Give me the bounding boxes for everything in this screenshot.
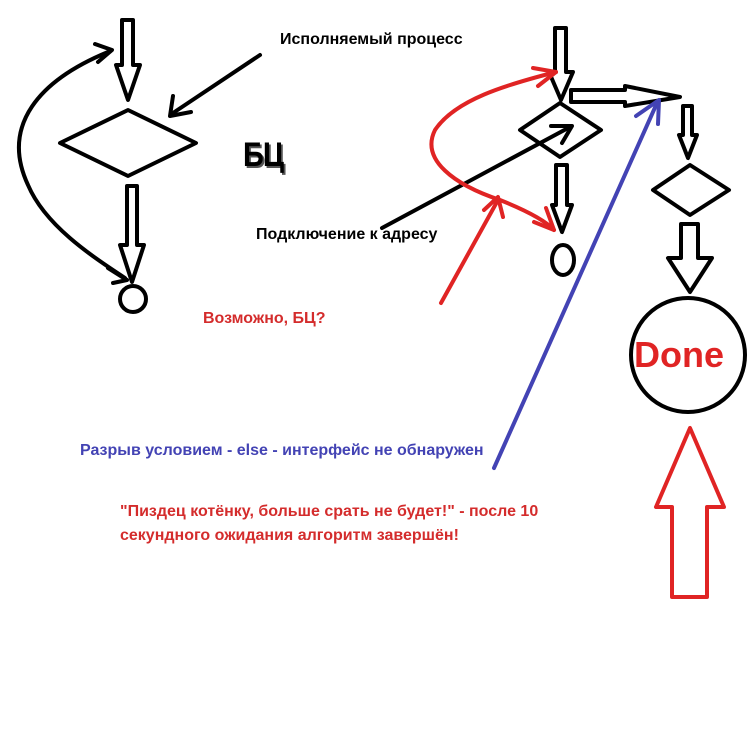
process-pointer [171, 53, 262, 115]
flow2-diamond [651, 163, 731, 217]
red-loop-curve [429, 70, 558, 232]
connect-pointer [380, 125, 572, 230]
red-maybe-pointer [439, 198, 500, 305]
process-pointer-head [168, 94, 193, 118]
left-end-circle [118, 284, 148, 314]
left-bottom-arrow [118, 184, 146, 284]
break-condition-label: Разрыв условием - else - интерфейс не об… [80, 442, 484, 459]
maybe-bc-label: Возможно, БЦ? [203, 310, 326, 327]
left-loop-head-bottom [106, 266, 129, 285]
red-up-arrow [654, 426, 726, 599]
bc-label: БЦ [243, 136, 284, 174]
blue-break-pointer [492, 101, 659, 470]
done-label: Done [634, 334, 724, 375]
right-down-arrow [550, 163, 574, 234]
connect-pointer-head [549, 124, 574, 145]
quote-label: "Пиздец котёнку, больше срать не будет!"… [120, 500, 620, 548]
red-loop-head-top [531, 66, 558, 88]
quote-line-1: "Пиздец котёнку, больше срать не будет!"… [120, 503, 539, 520]
right-side-arrow [569, 84, 682, 108]
left-diamond [58, 108, 198, 178]
executing-process-label: Исполняемый процесс [280, 31, 463, 48]
right-end-ellipse [550, 243, 576, 277]
flow2-top-arrow [677, 104, 699, 160]
right-diamond [518, 101, 603, 159]
done-circle [629, 296, 747, 414]
red-maybe-pointer-head [482, 195, 505, 219]
left-loop-curve [17, 50, 127, 280]
blue-break-pointer-head [634, 98, 661, 126]
flow2-bottom-arrow [666, 222, 714, 294]
connect-address-label: Подключение к адресу [256, 226, 438, 243]
red-loop-head-bottom [532, 206, 556, 232]
left-top-arrow [114, 18, 142, 102]
quote-line-2: секундного ожидания алгоритм завершён! [120, 527, 459, 544]
left-loop-head-top [93, 42, 114, 64]
